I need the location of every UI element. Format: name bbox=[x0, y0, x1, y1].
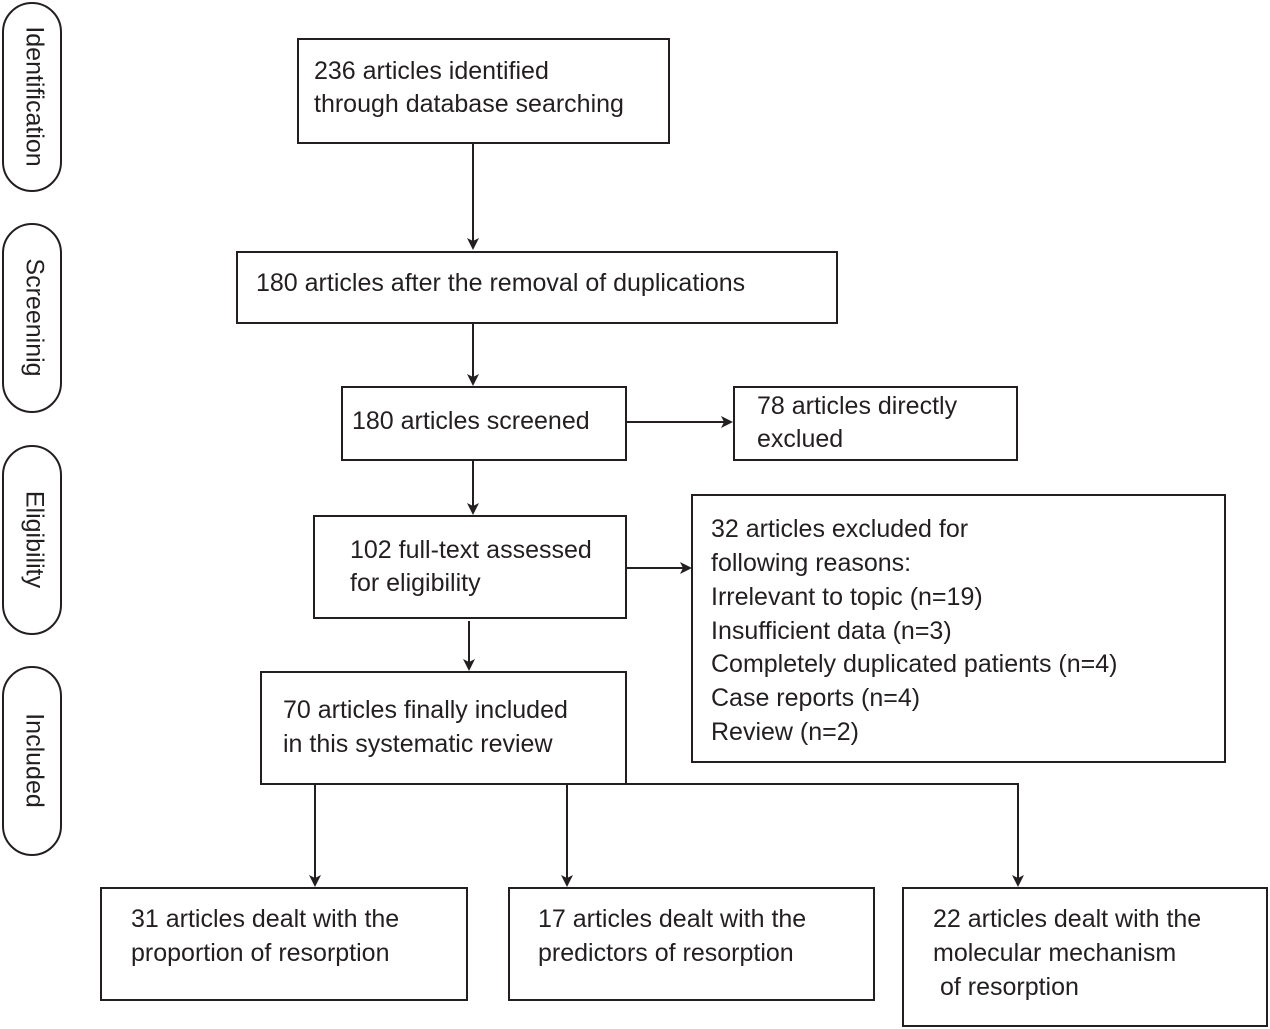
excluded-reasons-line3: Irrelevant to topic (n=19) bbox=[711, 583, 983, 611]
box-mechanism bbox=[902, 887, 1268, 1027]
box-directly-excluded bbox=[733, 386, 1018, 461]
excluded-reasons-line4: Insufficient data (n=3) bbox=[711, 617, 952, 645]
stage-identification: Identification bbox=[2, 2, 62, 192]
box-included bbox=[260, 671, 627, 785]
stage-eligibility: Eligibility bbox=[2, 445, 62, 635]
box-screened bbox=[341, 386, 627, 461]
stage-screening: Screeninig bbox=[2, 223, 62, 413]
mechanism-line1: 22 articles dealt with the bbox=[933, 905, 1202, 933]
identified-line1: 236 articles identified bbox=[314, 57, 549, 85]
predictors-line2: predictors of resorption bbox=[538, 939, 794, 967]
identified-line2: through database searching bbox=[314, 90, 624, 118]
excluded-reasons-line1: 32 articles excluded for bbox=[711, 515, 969, 543]
full-text-line2: for eligibility bbox=[350, 569, 481, 597]
box-predictors bbox=[508, 887, 875, 1001]
mechanism-line3: of resorption bbox=[933, 973, 1079, 1001]
included-line1: 70 articles finally included bbox=[283, 696, 568, 724]
box-proportion bbox=[100, 887, 468, 1001]
excluded-reasons-line5: Completely duplicated patients (n=4) bbox=[711, 650, 1118, 678]
excluded-reasons-line2: following reasons: bbox=[711, 549, 912, 577]
box-identified bbox=[297, 38, 670, 144]
excluded-reasons-line7: Review (n=2) bbox=[711, 718, 859, 746]
arrow-included-to-mechanism bbox=[626, 783, 1024, 887]
after-dedup-line1: 180 articles after the removal of duplic… bbox=[256, 269, 746, 297]
proportion-line2: proportion of resorption bbox=[131, 939, 390, 967]
box-excluded-reasons bbox=[691, 494, 1226, 763]
screened-line1: 180 articles screened bbox=[352, 407, 590, 435]
directly-excluded-line1: 78 articles directly bbox=[757, 392, 958, 420]
stage-included: Included bbox=[2, 666, 62, 856]
full-text-line1: 102 full-text assessed bbox=[350, 536, 592, 564]
included-line2: in this systematic review bbox=[283, 730, 553, 758]
mechanism-line2: molecular mechanism bbox=[933, 939, 1177, 967]
predictors-line1: 17 articles dealt with the bbox=[538, 905, 807, 933]
proportion-line1: 31 articles dealt with the bbox=[131, 905, 400, 933]
box-full-text bbox=[313, 515, 627, 619]
box-after-dedup bbox=[236, 251, 838, 324]
directly-excluded-line2: exclued bbox=[757, 425, 844, 453]
excluded-reasons-line6: Case reports (n=4) bbox=[711, 684, 921, 712]
